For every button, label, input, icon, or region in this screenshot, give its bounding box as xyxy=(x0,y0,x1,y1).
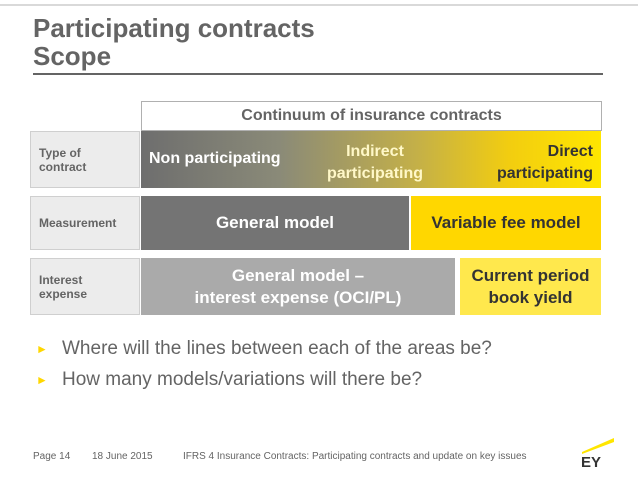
row-label-measurement-text: Measurement xyxy=(39,216,117,230)
general-interest-l1: General model – xyxy=(231,265,365,285)
non-participating-label: Non participating xyxy=(149,150,281,167)
current-period-book-yield-box: Current period book yield xyxy=(460,258,601,315)
current-period-l1: Current period xyxy=(471,265,590,285)
contract-type-gradient-bar: Non participating Indirect participating… xyxy=(141,131,601,188)
bullet-text-1: Where will the lines between each of the… xyxy=(62,338,492,359)
direct-l1: Direct xyxy=(547,143,593,160)
footer-date: 18 June 2015 xyxy=(92,451,153,462)
bullet-arrow-icon: ► xyxy=(36,373,48,387)
row-label-interest-l1: Interest xyxy=(39,272,83,287)
row-label-type-l1: Type of xyxy=(39,145,81,160)
bullet-item-1: ► Where will the lines between each of t… xyxy=(36,338,492,360)
row-label-interest-l2: expense xyxy=(39,286,88,301)
indirect-l2: participating xyxy=(327,165,424,182)
variable-fee-model-box: Variable fee model xyxy=(411,196,601,250)
svg-text:EY: EY xyxy=(581,454,601,468)
direct-participating-label: Direct participating xyxy=(497,141,593,185)
title-line-1: Participating contracts xyxy=(33,13,315,43)
footer-caption: IFRS 4 Insurance Contracts: Participatin… xyxy=(183,451,527,462)
title-line-2: Scope xyxy=(33,41,112,71)
row-label-interest-expense: Interest expense xyxy=(30,258,140,315)
current-period-l2: book yield xyxy=(488,287,573,307)
row-label-type-l2: contract xyxy=(39,159,87,174)
direct-l2: participating xyxy=(496,165,593,182)
bullet-text-2: How many models/variations will there be… xyxy=(62,369,423,390)
general-model-interest-box: General model – interest expense (OCI/PL… xyxy=(141,258,455,315)
top-divider xyxy=(0,4,638,6)
continuum-header: Continuum of insurance contracts xyxy=(141,101,602,131)
bullet-arrow-icon: ► xyxy=(36,342,48,356)
title-underline xyxy=(33,73,603,75)
row-label-type-of-contract: Type of contract xyxy=(30,131,140,188)
bullet-item-2: ► How many models/variations will there … xyxy=(36,369,422,391)
page-number: Page 14 xyxy=(33,451,71,462)
slide-title: Participating contracts Scope xyxy=(33,14,315,70)
general-interest-l2: interest expense (OCI/PL) xyxy=(194,287,402,307)
general-model-box: General model xyxy=(141,196,409,250)
indirect-l1: Indirect xyxy=(346,143,404,160)
ey-logo-icon: EY xyxy=(581,438,614,468)
row-label-measurement: Measurement xyxy=(30,196,140,250)
indirect-participating-label: Indirect participating xyxy=(327,141,423,185)
